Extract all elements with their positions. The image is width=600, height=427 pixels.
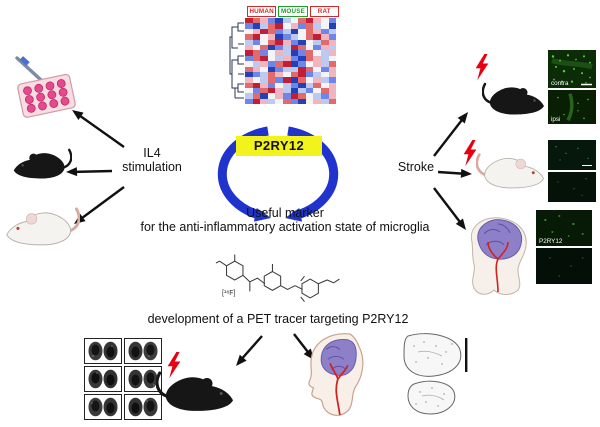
chemical-structure: [¹⁸F] xyxy=(214,250,346,310)
stroke-brain-illustration xyxy=(470,217,527,295)
tracer-structure-drawing xyxy=(215,254,340,303)
isotope-label: [¹⁸F] xyxy=(222,290,236,297)
micrograph-image xyxy=(548,50,596,88)
arrow-to-plate xyxy=(75,112,125,148)
heatmap-col-human: HUMAN xyxy=(247,6,277,17)
scale-bar xyxy=(465,338,468,372)
black-mouse-il4 xyxy=(13,148,72,179)
marker-line2: for the anti-inflammatory activation sta… xyxy=(140,219,430,234)
il4-stimulation-label: IL4 stimulation xyxy=(112,146,192,175)
stroke-label: Stroke xyxy=(397,160,435,174)
micrograph-panel xyxy=(548,172,596,202)
human-head-brain xyxy=(308,333,364,416)
micrograph-image xyxy=(536,248,592,284)
dendrogram-icon xyxy=(229,22,244,99)
arrow-to-pet-mouse xyxy=(238,335,263,363)
micrograph-column-1: contra ipsi xyxy=(548,50,596,124)
micrograph-image xyxy=(548,172,596,202)
pet-scan-panel xyxy=(124,338,162,364)
well-plate xyxy=(17,73,76,118)
pet-scan-panel xyxy=(84,366,122,392)
marker-line1: Useful marker xyxy=(246,206,324,220)
micrograph-image xyxy=(536,210,592,246)
white-mouse-stroke xyxy=(476,153,545,189)
il4-label-line2: stimulation xyxy=(122,160,182,175)
micrograph-image xyxy=(548,90,596,124)
heatmap-grid xyxy=(245,18,337,105)
micrograph-ipsi: ipsi xyxy=(548,90,596,124)
heatmap-headers: HUMAN MOUSE RAT xyxy=(247,6,339,17)
pet-scan-panel xyxy=(124,366,162,392)
culture-plate xyxy=(15,56,76,118)
micrograph-column-3: P2RY12 xyxy=(536,210,592,284)
micrograph-label: ipsi xyxy=(551,115,561,123)
il4-label-line1: IL4 xyxy=(143,146,161,160)
micrograph-contra: contra xyxy=(548,50,596,88)
micrograph-column-2 xyxy=(548,140,596,202)
micrograph-p2ry12: P2RY12 xyxy=(536,210,592,246)
pet-scan-panel xyxy=(84,394,122,420)
lightning-icon xyxy=(475,54,489,81)
micrograph-label: contra xyxy=(551,79,569,87)
heatmap-col-mouse: MOUSE xyxy=(278,6,308,17)
heatmap: HUMAN MOUSE RAT xyxy=(229,6,339,105)
black-mouse-pet xyxy=(156,371,234,411)
pet-tracer-text: development of a PET tracer targeting P2… xyxy=(147,312,409,326)
micrograph-panel xyxy=(548,140,596,170)
marker-text: Useful marker for the anti-inflammatory … xyxy=(110,206,460,235)
micrograph-panel xyxy=(536,248,592,284)
micrograph-label: P2RY12 xyxy=(539,237,563,245)
pet-scan-panel xyxy=(84,338,122,364)
pet-scan-grid xyxy=(84,338,162,420)
lightning-icon xyxy=(167,352,181,379)
black-mouse-stroke xyxy=(482,82,544,115)
brain-histology-sketch xyxy=(403,333,468,415)
pet-scan-panel xyxy=(124,394,162,420)
arrow-to-stroke-mouse xyxy=(433,115,466,157)
heatmap-col-rat: RAT xyxy=(309,6,339,17)
lightning-icon xyxy=(463,140,477,167)
gene-label-box: P2RY12 xyxy=(236,136,322,156)
micrograph-image xyxy=(548,140,596,170)
arrow-to-black-mouse xyxy=(69,169,113,174)
white-rat-il4 xyxy=(6,207,80,246)
